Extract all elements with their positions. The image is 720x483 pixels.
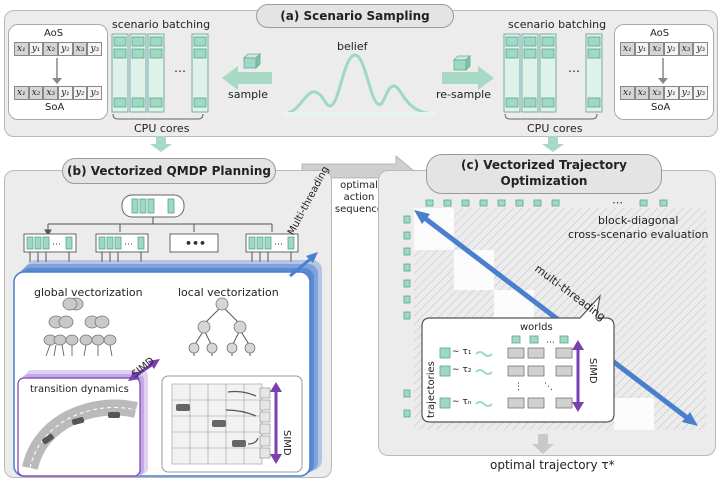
resample-arrow [442,66,494,90]
transition-dynamics-label: transition dynamics [30,384,129,395]
arrow-to-c [542,136,564,152]
soa-label-left: SoA [45,102,65,113]
soa-cell: y₃ [87,86,103,100]
child-groups: ••• ⋯ ⋯ ⋯ [23,233,299,262]
sample-arrow [222,66,272,90]
aos-cell: y₂ [58,42,73,56]
top-row-dots: ⋯ [612,196,623,209]
cpu-cores-left: CPU cores [134,122,190,135]
trajectories-label: trajectories [426,361,437,418]
aos-label-left: AoS [44,28,64,39]
sample-label: sample [228,88,268,101]
aos-label-right: AoS [650,28,670,39]
soa-cell: x₁ [14,86,29,100]
optimal-trajectory-label: optimal trajectory τ* [490,458,615,472]
soa-cell: x₃ [43,86,59,100]
svg-text:⋯: ⋯ [546,338,555,348]
label-line: optimal [340,180,378,191]
arrow-to-b [150,136,172,152]
soa-cell: y₃ [693,86,709,100]
title-line: (c) Vectorized Trajectory [460,158,627,172]
aos-cell: x₃ [72,42,88,56]
aos-cell: y₃ [87,42,103,56]
label-line: action [343,192,375,203]
belief-label: belief [337,40,368,53]
local-tree [188,297,256,356]
scenario-batching-right: scenario batching [508,18,607,31]
aos-cell: y₁ [634,42,650,56]
scenario-batching-left: scenario batching [112,18,211,31]
road-grid [171,383,263,465]
label-line: sequence [334,204,384,215]
aos-cell: x₂ [43,42,59,56]
aos-cell: x₁ [14,42,29,56]
batch-ellipsis-right: ⋯ [568,64,580,78]
soa-cell: y₂ [72,86,88,100]
svg-text:⋱: ⋱ [544,382,553,392]
aos-soa-card-right [614,24,714,120]
belief-curve [281,53,437,116]
simd-column [259,387,271,459]
soa-cell: x₃ [649,86,665,100]
aos-cell: x₂ [649,42,665,56]
action-sequence-label: optimal action sequence [328,180,390,216]
soa-cell: x₁ [620,86,635,100]
qmdp-planning-title: (b) Vectorized QMDP Planning [62,158,276,184]
batch-columns-left [111,33,209,120]
cube-icon-right [453,55,471,71]
global-vectorization-label: global vectorization [34,286,143,299]
label-line: cross-scenario evaluation [568,228,709,241]
local-vectorization-label: local vectorization [178,286,279,299]
resample-label: re-sample [436,88,492,101]
svg-text:⋯: ⋯ [52,240,61,250]
tau2-label: ∼ τ₂ [452,365,472,375]
trajectory-optimization-title: (c) Vectorized Trajectory Optimization [426,154,662,194]
aos-cell: x₁ [620,42,635,56]
soa-label-right: SoA [651,102,671,113]
label-line: block-diagonal [598,214,679,227]
aos-cell: x₃ [678,42,694,56]
block-diagonal-label: block-diagonal cross-scenario evaluation [568,214,708,242]
aos-soa-card-left [8,24,108,120]
title-line: Optimization [500,174,588,188]
soa-cell: x₂ [634,86,650,100]
batch-columns-right [503,33,603,120]
svg-text:⋯: ⋯ [274,240,283,250]
global-tree [43,297,117,346]
soa-cell: y₂ [678,86,694,100]
aos-cell: y₁ [28,42,44,56]
aos-cell: y₃ [693,42,709,56]
soa-cell: y₁ [58,86,73,100]
batch-ellipsis-left: ⋯ [174,64,186,78]
svg-text:⋮: ⋮ [514,382,523,392]
aos-cell: y₂ [664,42,679,56]
svg-text:•••: ••• [185,237,206,250]
cube-icon-left [243,53,261,69]
tau1-label: ∼ τ₁ [452,347,472,357]
scenario-sampling-title: (a) Scenario Sampling [256,4,454,28]
worlds-label: worlds [520,322,553,333]
tauN-label: ∼ τₙ [452,397,472,407]
cpu-cores-right: CPU cores [527,122,583,135]
soa-cell: y₁ [664,86,679,100]
svg-text:⋯: ⋯ [124,240,133,250]
soa-cell: x₂ [28,86,44,100]
arrow-to-output [532,434,554,454]
simd-label-c: SIMD [587,358,598,384]
